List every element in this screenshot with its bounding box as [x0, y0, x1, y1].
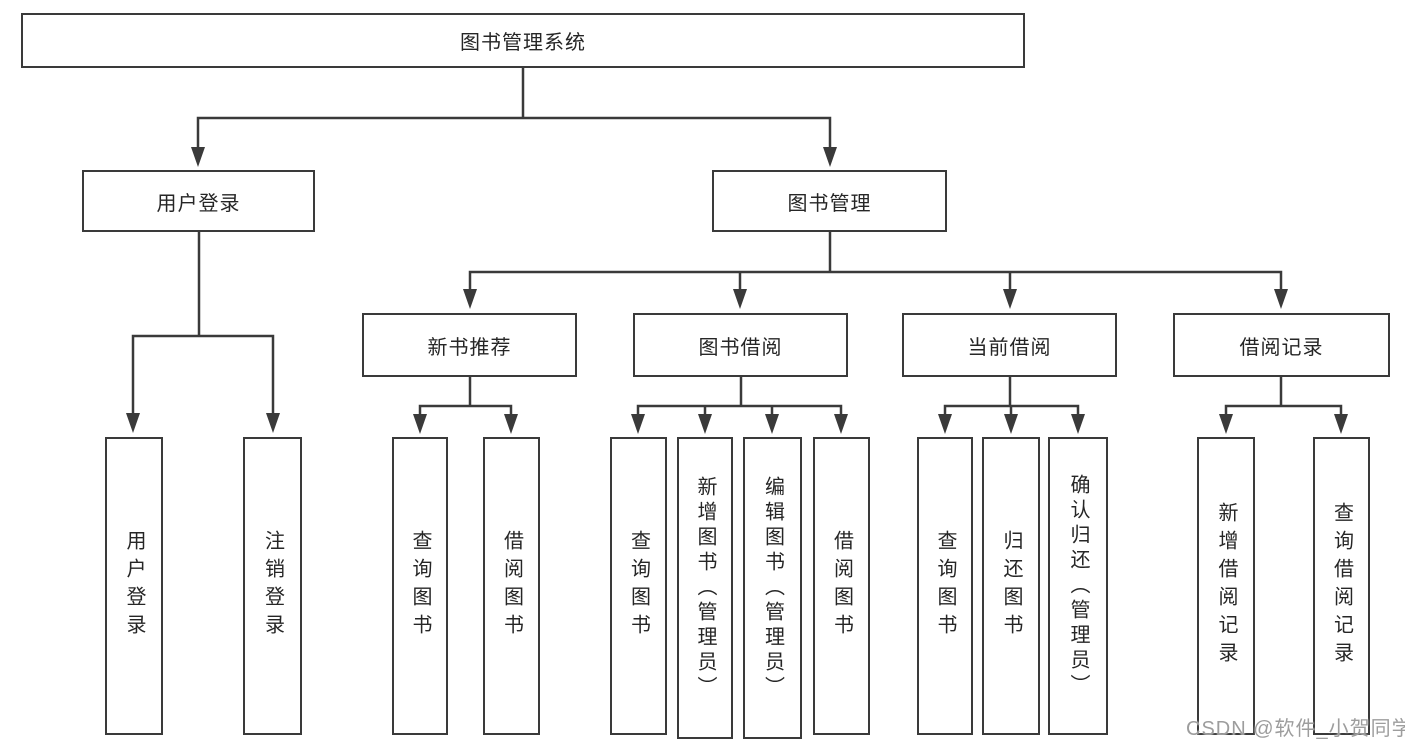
arrow-down-icon [1274, 289, 1288, 309]
node-label: 借阅记录 [1239, 336, 1324, 359]
connector-current-to-leaves [943, 377, 1080, 418]
arrow-down-icon [504, 414, 518, 434]
arrow-down-icon [413, 414, 427, 434]
node-label: 查询图书 [409, 530, 431, 642]
node-label: 用户登录 [156, 192, 241, 215]
arrow-down-icon [266, 413, 280, 433]
arrow-down-icon [191, 147, 205, 167]
node-current-borrowing: 当前借阅 [902, 313, 1117, 377]
node-new-book-recommendation: 新书推荐 [362, 313, 577, 377]
connector-borrowing-to-leaves [636, 377, 843, 418]
leaf-node-confirm-return-admin: 确认归还（管理员） [1048, 437, 1108, 735]
arrow-down-icon [1003, 289, 1017, 309]
connector-bookmgmt-to-level3 [468, 232, 1283, 293]
node-label: 借阅图书 [500, 530, 523, 642]
arrow-down-icon [733, 289, 747, 309]
leaf-node-logout: 注销登录 [243, 437, 302, 735]
node-book-management: 图书管理 [712, 170, 947, 232]
node-label: 图书管理 [787, 192, 872, 215]
leaf-node-edit-book-admin: 编辑图书（管理员） [743, 437, 802, 739]
node-label: 借阅图书 [830, 530, 853, 642]
node-label: 确认归还（管理员） [1067, 473, 1089, 699]
node-borrowing-records: 借阅记录 [1173, 313, 1390, 377]
leaf-node-query-book-recommend: 查询图书 [392, 437, 448, 735]
node-label: 查询借阅记录 [1330, 502, 1353, 670]
node-label: 当前借阅 [967, 336, 1052, 359]
leaf-node-user-login: 用户登录 [105, 437, 163, 735]
arrow-down-icon [834, 414, 848, 434]
leaf-node-query-book-borrow: 查询图书 [610, 437, 667, 735]
node-label: 注销登录 [261, 530, 284, 642]
connector-root-to-level2 [196, 68, 832, 150]
arrowheads [126, 147, 1348, 434]
connector-records-to-leaves [1224, 377, 1343, 418]
leaf-node-borrow-book: 借阅图书 [813, 437, 870, 735]
node-label: 编辑图书（管理员） [761, 475, 784, 701]
watermark-text: CSDN @软件_小贺同学 [1186, 718, 1405, 740]
node-label: 新增借阅记录 [1215, 502, 1237, 670]
arrow-down-icon [1071, 414, 1085, 434]
arrow-down-icon [631, 414, 645, 434]
node-label: 图书借阅 [698, 336, 783, 359]
leaf-node-query-book-current: 查询图书 [917, 437, 973, 735]
arrow-down-icon [698, 414, 712, 434]
node-book-borrowing: 图书借阅 [633, 313, 848, 377]
node-label: 归还图书 [1000, 530, 1022, 642]
node-label: 新增图书（管理员） [694, 475, 716, 701]
arrow-down-icon [463, 289, 477, 309]
node-library-management-system: 图书管理系统 [21, 13, 1025, 68]
connector-userlogin-to-leaves [131, 232, 275, 416]
arrow-down-icon [126, 413, 140, 433]
node-label: 查询图书 [934, 530, 956, 642]
node-label: 查询图书 [627, 530, 650, 642]
connector-recommend-to-leaves [418, 377, 513, 418]
arrow-down-icon [765, 414, 779, 434]
node-user-login: 用户登录 [82, 170, 315, 232]
leaf-node-return-book: 归还图书 [982, 437, 1040, 735]
node-label: 图书管理系统 [460, 32, 586, 54]
arrow-down-icon [938, 414, 952, 434]
leaf-node-query-borrow-record: 查询借阅记录 [1313, 437, 1370, 735]
leaf-node-borrow-book-recommend: 借阅图书 [483, 437, 540, 735]
leaf-node-add-book-admin: 新增图书（管理员） [677, 437, 733, 739]
arrow-down-icon [1219, 414, 1233, 434]
arrow-down-icon [1004, 414, 1018, 434]
arrow-down-icon [1334, 414, 1348, 434]
leaf-node-add-borrow-record: 新增借阅记录 [1197, 437, 1255, 735]
node-label: 用户登录 [123, 530, 145, 642]
arrow-down-icon [823, 147, 837, 167]
node-label: 新书推荐 [427, 336, 512, 359]
